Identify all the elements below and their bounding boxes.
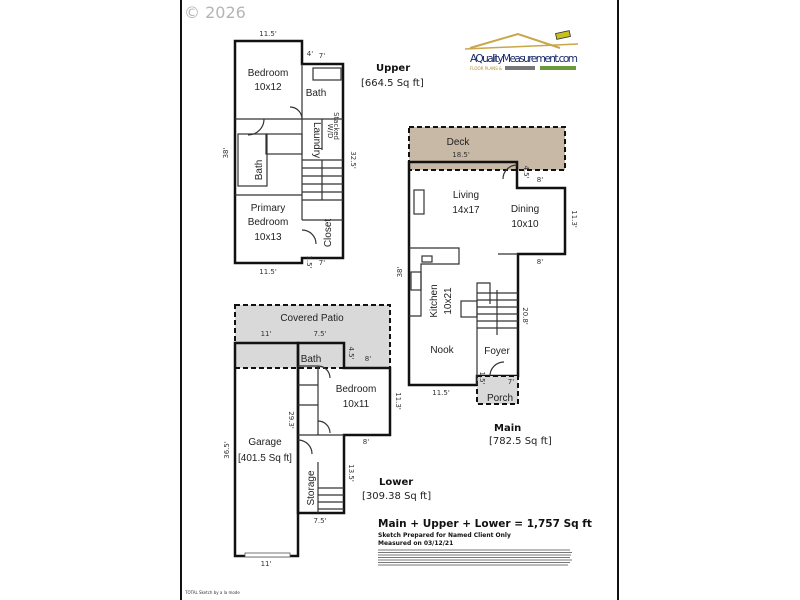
room-storage: Storage bbox=[306, 470, 317, 505]
lower-area: [309.38 Sq ft] bbox=[362, 491, 431, 502]
dim-bath-a: 4.5' bbox=[347, 346, 355, 359]
upper-outline bbox=[233, 39, 345, 265]
company-logo: AQualityMeasurement.com FLOOR PLANS & bbox=[464, 30, 579, 71]
stacked-label: Stacked bbox=[332, 112, 340, 140]
porch bbox=[476, 375, 519, 405]
room-nook: Nook bbox=[430, 345, 454, 356]
dim-lower-bottom: 7.5' bbox=[313, 517, 326, 525]
dim-upper-bottom-a: 1.5' bbox=[305, 255, 313, 268]
room-living: Living bbox=[453, 190, 479, 201]
dim-bath-b: 8' bbox=[365, 355, 371, 363]
main-floor: Deck 18.5' 4.5' 8' Living 14x17 Dining 1… bbox=[396, 126, 578, 447]
dim-garage-bottom: 11' bbox=[261, 560, 272, 568]
room-primary-line1: Primary bbox=[251, 203, 285, 214]
dim-upper-step-b: 7' bbox=[319, 52, 325, 60]
main-title: Main bbox=[494, 423, 521, 434]
footer-credit: TOTAL Sketch by a la mode bbox=[184, 590, 240, 595]
main-area: [782.5 Sq ft] bbox=[489, 436, 552, 447]
summary-block: Main + Upper + Lower = 1,757 Sq ft Sketc… bbox=[378, 518, 592, 566]
room-bedroom-upper: Bedroom bbox=[248, 68, 289, 79]
room-kitchen-size: 10x21 bbox=[443, 287, 454, 315]
door-swing-icon bbox=[489, 361, 505, 377]
dim-porch-a: 1.5' bbox=[478, 371, 486, 384]
lower-stairs bbox=[318, 487, 344, 510]
disclaimer-fine-print bbox=[378, 549, 572, 566]
room-porch: Porch bbox=[487, 393, 513, 404]
room-living-size: 14x17 bbox=[452, 205, 480, 216]
wd-label: W/D bbox=[326, 124, 334, 139]
room-kitchen: Kitchen bbox=[429, 284, 440, 317]
lower-floor: Covered Patio 11' 7.5' Bath 4.5' 8' Bedr… bbox=[223, 304, 431, 568]
room-bedroom-lower-size: 10x11 bbox=[343, 399, 370, 410]
dim-deck: 18.5' bbox=[452, 151, 470, 159]
measured-date: Measured on 03/12/21 bbox=[378, 540, 453, 547]
dim-patio-b: 7.5' bbox=[313, 330, 326, 338]
covered-patio bbox=[234, 304, 391, 369]
dim-garage-left: 36.5' bbox=[223, 441, 231, 459]
room-closet: Closet bbox=[323, 219, 334, 248]
room-bath-upper-2: Bath bbox=[254, 160, 265, 181]
lower-title: Lower bbox=[379, 477, 413, 488]
dim-patio-a: 11' bbox=[261, 330, 272, 338]
upper-stairs bbox=[302, 159, 343, 201]
dim-main-left: 38' bbox=[396, 267, 404, 278]
garage bbox=[233, 341, 300, 558]
total-area: Main + Upper + Lower = 1,757 Sq ft bbox=[378, 518, 592, 530]
room-bedroom-upper-size: 10x12 bbox=[254, 82, 282, 93]
dim-bed-right: 11.3' bbox=[394, 392, 402, 410]
room-primary-line2: Bedroom bbox=[248, 217, 289, 228]
watermark: © 2026 bbox=[184, 3, 246, 22]
garage-area: [401.5 Sq ft] bbox=[238, 453, 292, 464]
room-bedroom-lower: Bedroom bbox=[336, 384, 377, 395]
dim-upper-left: 38' bbox=[222, 148, 230, 159]
dim-lower-stairs: 13.5' bbox=[347, 464, 355, 482]
upper-floor: 11.5' 4' 7' Bedroom 10x12 Bath Laundry S… bbox=[222, 30, 424, 276]
garage-door bbox=[244, 552, 291, 558]
dim-deck-b: 8' bbox=[537, 176, 543, 184]
dim-main-step: 8' bbox=[537, 258, 543, 266]
dim-upper-top: 11.5' bbox=[259, 30, 277, 38]
room-primary-size: 10x13 bbox=[254, 232, 282, 243]
room-garage: Garage bbox=[248, 437, 282, 448]
door-swing-icon bbox=[297, 439, 313, 455]
door-swing-icon bbox=[247, 118, 265, 136]
door-swing-icon bbox=[301, 229, 317, 245]
door-swing-icon bbox=[502, 164, 518, 180]
main-stairs bbox=[477, 290, 518, 335]
room-foyer: Foyer bbox=[484, 346, 510, 357]
logo-tagline: FLOOR PLANS & bbox=[470, 66, 502, 71]
dim-bed-bottom: 8' bbox=[363, 438, 369, 446]
dim-upper-right: 32.5' bbox=[349, 151, 357, 169]
dim-main-stairs: 20.8' bbox=[521, 307, 529, 325]
dim-garage-inner: 29.3' bbox=[287, 411, 295, 429]
room-covered-patio: Covered Patio bbox=[280, 313, 344, 324]
dim-upper-step-a: 4' bbox=[307, 50, 313, 58]
dim-deck-a: 4.5' bbox=[522, 165, 530, 178]
room-bath-upper-1: Bath bbox=[306, 88, 327, 99]
upper-area: [664.5 Sq ft] bbox=[361, 78, 424, 89]
dim-upper-bottom: 11.5' bbox=[259, 268, 277, 276]
dim-porch-b: 7' bbox=[508, 378, 514, 386]
room-dining-size: 10x10 bbox=[511, 219, 539, 230]
dim-upper-bottom-b: 7' bbox=[319, 259, 325, 267]
dim-main-right: 11.3' bbox=[570, 210, 578, 228]
dim-main-bottom: 11.5' bbox=[432, 389, 450, 397]
logo-name: AQualityMeasurement.com bbox=[470, 53, 578, 65]
door-swing-icon bbox=[289, 106, 303, 120]
lower-outline bbox=[296, 341, 392, 515]
upper-title: Upper bbox=[376, 63, 410, 74]
room-bath-lower: Bath bbox=[301, 354, 322, 365]
door-swing-icon bbox=[317, 365, 331, 379]
room-dining: Dining bbox=[511, 204, 539, 215]
room-laundry: Laundry bbox=[311, 122, 322, 158]
prepared-note: Sketch Prepared for Named Client Only bbox=[378, 532, 511, 539]
room-deck: Deck bbox=[447, 137, 471, 148]
door-swing-icon bbox=[317, 420, 331, 434]
deck bbox=[408, 126, 566, 171]
